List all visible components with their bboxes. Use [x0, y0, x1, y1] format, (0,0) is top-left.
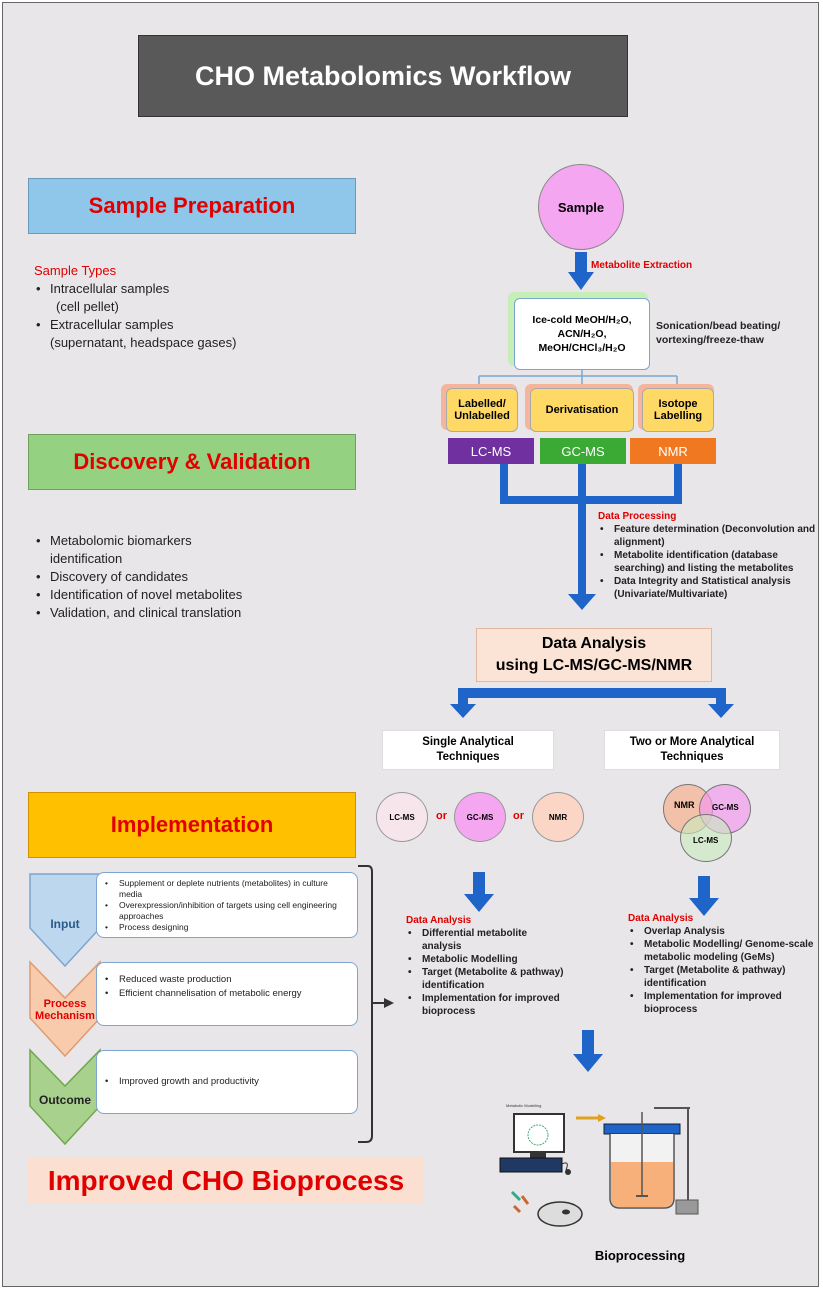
sample-type-detail: (cell pellet)	[56, 299, 119, 314]
header-line: Single Analytical	[422, 736, 514, 748]
multi-data-analysis: Data Analysis Overlap Analysis Metabolic…	[628, 912, 816, 1016]
sample-types-section: Sample Types Intracellular samples (cell…	[34, 262, 354, 352]
input-point: Supplement or deplete nutrients (metabol…	[103, 878, 353, 900]
process-point: Efficient channelisation of metabolic en…	[103, 987, 353, 1001]
input-box: Supplement or deplete nutrients (metabol…	[96, 872, 358, 938]
sample-preparation-header: Sample Preparation	[28, 178, 356, 234]
data-analysis-title: Data Analysis	[541, 635, 647, 652]
venn-lcms-label: LC-MS	[693, 836, 719, 845]
prep-box-derivatisation: Derivatisation	[530, 388, 634, 432]
data-processing-point: Data Integrity and Statistical analysis …	[598, 575, 818, 601]
process-box: Reduced waste production Efficient chann…	[96, 962, 358, 1026]
single-data-analysis: Data Analysis Differential metabolite an…	[406, 914, 566, 1018]
venn-nmr-label: NMR	[674, 800, 695, 810]
screen-caption: Metabolic Modelling	[506, 1103, 542, 1108]
single-circle-nmr: NMR	[532, 792, 584, 842]
extraction-method-line: vortexing/freeze-thaw	[656, 334, 764, 346]
header-line: Techniques	[660, 751, 724, 763]
single-circle-lcms: LC-MS	[376, 792, 428, 842]
platform-lcms: LC-MS	[448, 438, 534, 464]
implementation-chevrons	[29, 873, 101, 1146]
extraction-method-line: Sonication/bead beating/	[656, 320, 781, 332]
multi-analysis-point: Implementation for improved bioprocess	[628, 990, 816, 1016]
data-analysis-box: Data Analysis using LC-MS/GC-MS/NMR	[476, 628, 712, 682]
data-processing-point: Feature determination (Deconvolution and…	[598, 523, 818, 549]
data-processing: Data Processing Feature determination (D…	[598, 510, 818, 601]
prep-box-isotope: Isotope Labelling	[642, 388, 714, 432]
or-label: or	[513, 810, 524, 822]
prep-line: Labelled/	[458, 398, 506, 410]
improved-bioprocess-banner: Improved CHO Bioprocess	[28, 1158, 424, 1204]
input-point: Overexpression/inhibition of targets usi…	[103, 900, 353, 922]
prep-line: Labelling	[653, 410, 703, 422]
metabolite-extraction-label: Metabolite Extraction	[591, 260, 693, 271]
platform-nmr: NMR	[630, 438, 716, 464]
outcome-point: Improved growth and productivity	[103, 1075, 353, 1089]
discovery-list: Metabolomic biomarkers identification Di…	[34, 532, 354, 622]
single-analysis-point: Differential metabolite analysis	[406, 927, 566, 953]
process-point: Reduced waste production	[103, 973, 353, 987]
sample-type-item: Intracellular samples	[34, 280, 354, 298]
platform-gcms: GC-MS	[540, 438, 626, 464]
single-analysis-point: Target (Metabolite & pathway) identifica…	[406, 966, 566, 992]
sample-node: Sample	[538, 164, 624, 250]
bioprocessing-label: Bioprocessing	[594, 1247, 686, 1263]
single-circle-gcms: GC-MS	[454, 792, 506, 842]
discovery-validation-header: Discovery & Validation	[28, 434, 356, 490]
multi-techniques-header: Two or More Analytical Techniques	[604, 730, 780, 770]
prep-line: Isotope	[658, 398, 698, 410]
extraction-methods: Sonication/bead beating/ vortexing/freez…	[656, 319, 780, 347]
solvent-line: MeOH/CHCl₃/H₂O	[538, 342, 626, 354]
computer-keyboard	[499, 1157, 563, 1173]
single-analysis-point: Metabolic Modelling	[406, 953, 566, 966]
header-line: Techniques	[436, 751, 500, 763]
header-line: Two or More Analytical	[629, 736, 755, 748]
outcome-box: Improved growth and productivity	[96, 1050, 358, 1114]
discovery-item: Identification of novel metabolites	[34, 586, 354, 604]
data-processing-point: Metabolite identification (database sear…	[598, 549, 818, 575]
input-point: Process designing	[103, 922, 353, 933]
discovery-item-cont: identification	[50, 551, 123, 566]
page-title: CHO Metabolomics Workflow	[138, 35, 628, 117]
input-chevron	[29, 873, 101, 968]
stage-process-label: Process Mechanism	[35, 998, 95, 1022]
solvent-line: Ice-cold MeOH/H₂O,	[532, 314, 632, 326]
computer-mouse	[565, 1169, 571, 1175]
data-processing-label: Data Processing	[598, 511, 677, 522]
single-analysis-label: Data Analysis	[406, 915, 472, 926]
single-techniques-header: Single Analytical Techniques	[382, 730, 554, 770]
solvent-box: Ice-cold MeOH/H₂O, ACN/H₂O, MeOH/CHCl₃/H…	[514, 298, 650, 370]
prep-line: Unlabelled	[454, 410, 510, 422]
discovery-item: Validation, and clinical translation	[34, 604, 354, 622]
petri-dish	[537, 1201, 583, 1227]
discovery-item: Metabolomic biomarkers	[34, 532, 354, 550]
venn-lcms	[680, 814, 732, 862]
stage-input-label: Input	[50, 917, 80, 931]
single-analysis-point: Implementation for improved bioprocess	[406, 992, 566, 1018]
data-analysis-subtitle: using LC-MS/GC-MS/NMR	[495, 657, 693, 674]
stage-outcome-label: Outcome	[38, 1093, 91, 1107]
bioprocessing-illustration	[499, 1107, 699, 1227]
sample-type-item: Extracellular samples	[34, 316, 354, 334]
multi-analysis-point: Metabolic Modelling/ Genome-scale metabo…	[628, 938, 816, 964]
sample-type-detail: (supernatant, headspace gases)	[50, 335, 237, 350]
multi-analysis-point: Target (Metabolite & pathway) identifica…	[628, 964, 816, 990]
venn-gcms-label: GC-MS	[712, 803, 739, 812]
implementation-header: Implementation	[28, 792, 356, 858]
discovery-item: Discovery of candidates	[34, 568, 354, 586]
bioreactor-stand	[675, 1199, 699, 1215]
multi-analysis-label: Data Analysis	[628, 913, 694, 924]
prep-box-labelled: Labelled/ Unlabelled	[446, 388, 518, 432]
solvent-line: ACN/H₂O,	[557, 328, 607, 340]
multi-analysis-point: Overlap Analysis	[628, 925, 816, 938]
sample-types-label: Sample Types	[34, 263, 117, 278]
computer-monitor	[513, 1113, 565, 1153]
or-label: or	[436, 810, 447, 822]
